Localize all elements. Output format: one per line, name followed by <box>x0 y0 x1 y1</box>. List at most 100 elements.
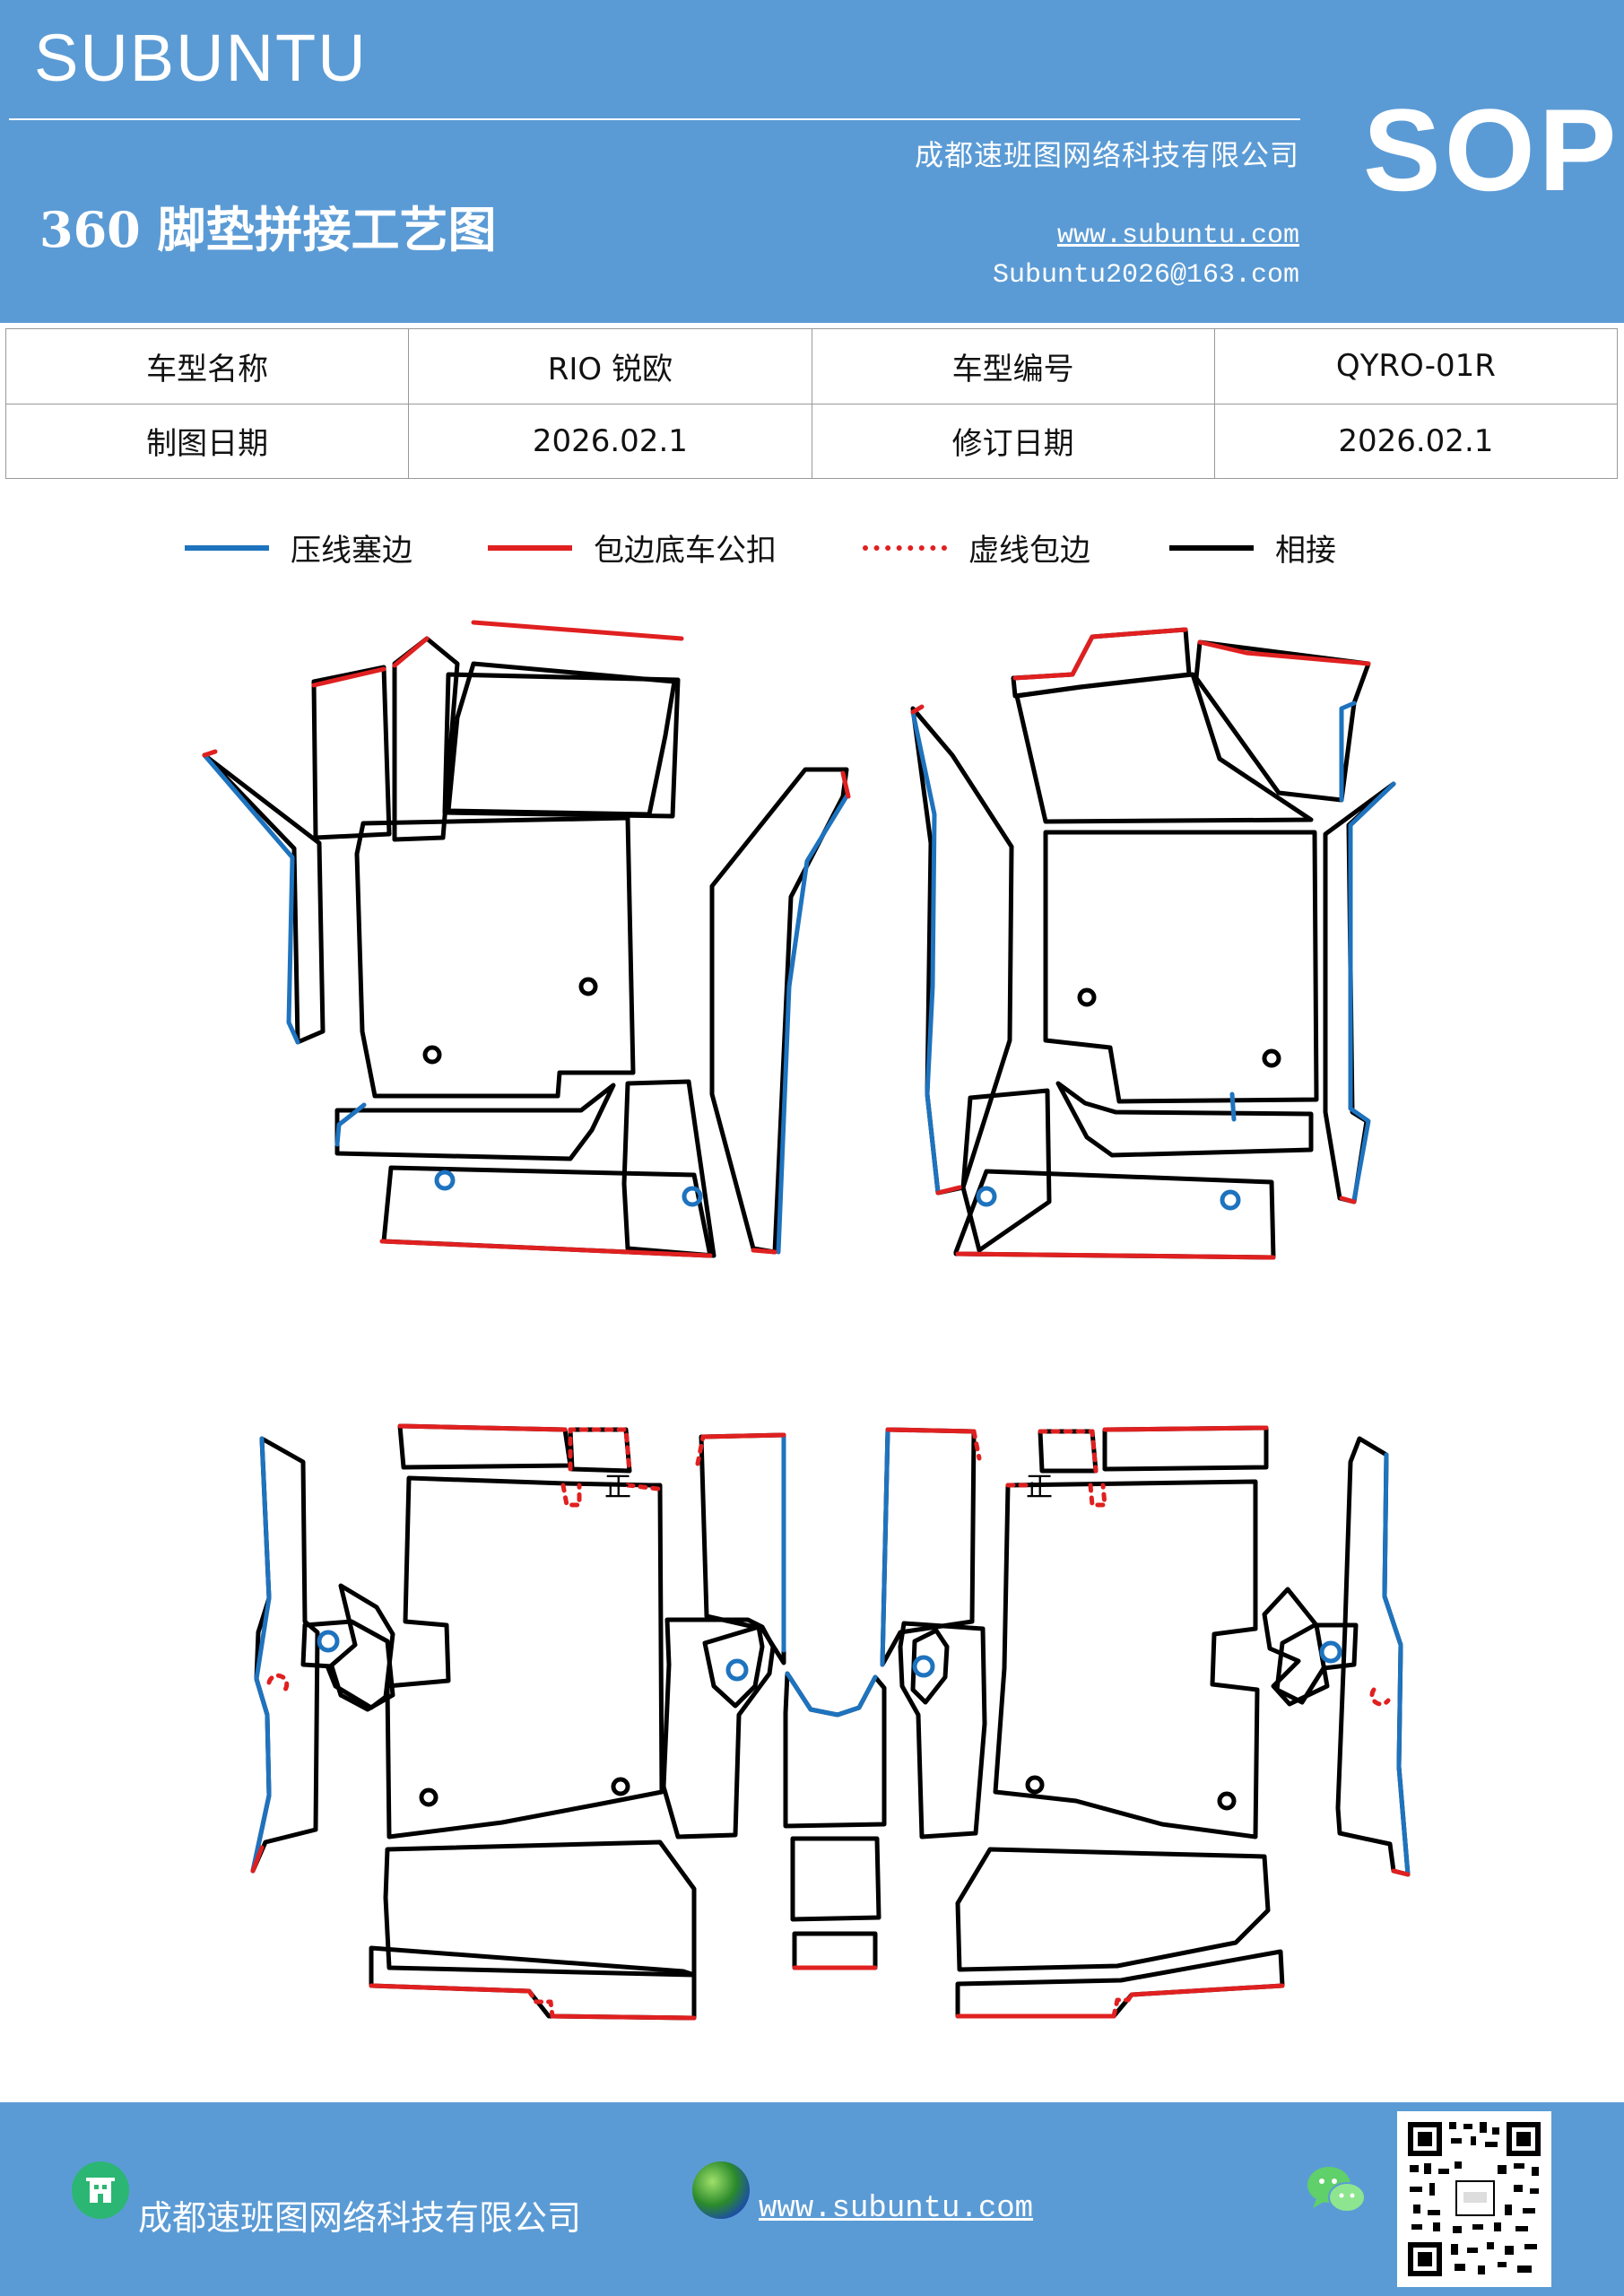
header-company: 成都速班图网络科技有限公司 <box>914 138 1299 172</box>
edge-press-line <box>250 1436 272 1874</box>
mat-piece-rear-right-hump <box>1262 1587 1330 1707</box>
header-divider <box>9 118 1300 120</box>
edge-red <box>379 1239 713 1258</box>
page-title: 360 脚垫拼接工艺图 <box>39 201 497 258</box>
blue-ring <box>912 1655 935 1678</box>
legend-label: 虚线包边 <box>968 533 1090 569</box>
edge-press-line <box>1348 781 1396 1203</box>
mat-piece-center-strip-left <box>699 1432 786 1665</box>
blue-ring <box>1319 1640 1342 1664</box>
mat-piece-front-right-topcap <box>1011 627 1192 699</box>
edge-red-dotted <box>1369 1687 1391 1707</box>
legend-label: 相接 <box>1275 533 1336 569</box>
edge-red-dotted <box>695 1434 706 1466</box>
legend-label: 包边底车公扣 <box>594 533 777 569</box>
mat-piece-rear-right-floor <box>955 1847 1271 1972</box>
mat-piece-front-left-side <box>202 752 326 1045</box>
edge-red <box>1391 1868 1411 1877</box>
orientation-mark: 正 <box>604 1472 631 1503</box>
edge-red <box>840 770 851 799</box>
table-row: 制图日期 2026.02.1 修订日期 2026.02.1 <box>4 403 1619 479</box>
edge-red-dotted <box>1111 1992 1134 2019</box>
blue-ring <box>725 1658 749 1682</box>
mat-piece-rear-right-top <box>1102 1425 1269 1472</box>
mat-hole <box>1077 987 1097 1007</box>
edge-red-dotted <box>560 1483 582 1508</box>
mat-piece-center-block2 <box>792 1931 878 1970</box>
edge-press-line <box>776 794 849 1255</box>
model-code-value: QYRO-01R <box>1213 328 1619 404</box>
legend-item-dotted-edge: 虚线包边 <box>863 526 1090 570</box>
mat-hole <box>422 1045 442 1065</box>
legend-swatch-blue <box>185 544 269 551</box>
vehicle-info-table: 车型名称 RIO 锐欧 车型编号 QYRO-01R 制图日期 2026.02.1… <box>4 328 1619 479</box>
legend-item-edge-buckle: 包边底车公扣 <box>488 526 777 570</box>
edge-red <box>311 666 386 688</box>
mat-piece-front-right-side <box>1323 781 1396 1205</box>
header-website-link[interactable]: www.subuntu.com <box>1056 221 1299 251</box>
mat-piece-front-right-heel <box>1055 1081 1314 1158</box>
mat-piece-rear-right-side <box>1335 1436 1411 1877</box>
edge-press-line <box>202 752 300 1045</box>
footer-banner: 成都速班图网络科技有限公司 www.subuntu.com <box>0 2102 1624 2296</box>
edge-red <box>1102 1425 1269 1432</box>
wechat-icon[interactable] <box>1306 2163 1367 2217</box>
mat-hole <box>611 1777 630 1796</box>
footer-company: 成都速班图网络科技有限公司 <box>138 2198 582 2238</box>
edge-red <box>751 1248 777 1255</box>
model-name-value: RIO 锐欧 <box>408 328 812 404</box>
edge-red-dotted <box>266 1673 290 1694</box>
edge-press-line <box>910 709 941 1196</box>
mat-piece-rear-left-main <box>385 1475 664 1839</box>
mat-piece-front-right-rear <box>960 1088 1052 1253</box>
mat-piece-front-left-sill <box>709 767 849 1255</box>
edge-press-line <box>334 1102 367 1147</box>
mat-piece-rear-left-inner <box>661 1617 776 1839</box>
edge-press-line <box>1382 1452 1411 1877</box>
table-row: 车型名称 RIO 锐欧 车型编号 QYRO-01R <box>4 328 1619 404</box>
mat-piece-front-left-left <box>311 665 392 840</box>
edge-press-line <box>1339 700 1357 803</box>
orientation-mark: 正 <box>1026 1472 1053 1503</box>
mat-piece-rear-left-hump <box>326 1583 395 1710</box>
mat-piece-front-left-main <box>354 815 636 1099</box>
edge-red <box>250 1845 265 1874</box>
edge-red <box>955 1251 1276 1260</box>
mat-piece-rear-left-topmid <box>568 1427 632 1474</box>
legend-swatch-black <box>1169 544 1254 551</box>
mat-hole <box>1025 1775 1045 1795</box>
edge-press-line <box>880 1427 890 1667</box>
mat-hole <box>1217 1791 1237 1811</box>
mat-hole <box>578 977 598 996</box>
edge-red <box>700 1432 786 1439</box>
legend-swatch-red-dotted <box>863 544 947 551</box>
edge-red <box>392 636 430 668</box>
edge-red-dotted <box>568 1427 632 1474</box>
legend-swatch-red <box>488 544 572 551</box>
edge-red <box>550 2013 697 2021</box>
footer-website-link[interactable]: www.subuntu.com <box>759 2192 1034 2226</box>
edge-red <box>471 620 684 641</box>
header-email: Subuntu2026@163.com <box>992 260 1299 291</box>
edge-red <box>1129 1983 1285 1997</box>
edge-red-dotted <box>1088 1483 1107 1508</box>
mat-piece-rear-right-main <box>993 1479 1260 1839</box>
draw-date-label: 制图日期 <box>4 403 410 479</box>
qr-code <box>1397 2111 1551 2287</box>
mat-piece-center-block1 <box>790 1836 881 1922</box>
mat-piece-rear-right-wheel <box>1274 1622 1359 1705</box>
sop-badge: SOP <box>1363 84 1620 215</box>
edge-red-dotted <box>526 1988 555 2019</box>
edge-red <box>935 1185 962 1196</box>
legend-item-joined: 相接 <box>1169 526 1336 570</box>
model-code-label: 车型编号 <box>811 328 1215 404</box>
mat-piece-front-left-heel <box>334 1083 616 1161</box>
blue-ring <box>1220 1189 1241 1211</box>
edge-red <box>202 749 218 758</box>
edge-red <box>397 1423 568 1432</box>
revise-date-value: 2026.02.1 <box>1213 403 1619 479</box>
mat-hole <box>419 1787 439 1807</box>
mat-piece-rear-left-top <box>397 1423 573 1470</box>
edge-red <box>910 704 925 715</box>
